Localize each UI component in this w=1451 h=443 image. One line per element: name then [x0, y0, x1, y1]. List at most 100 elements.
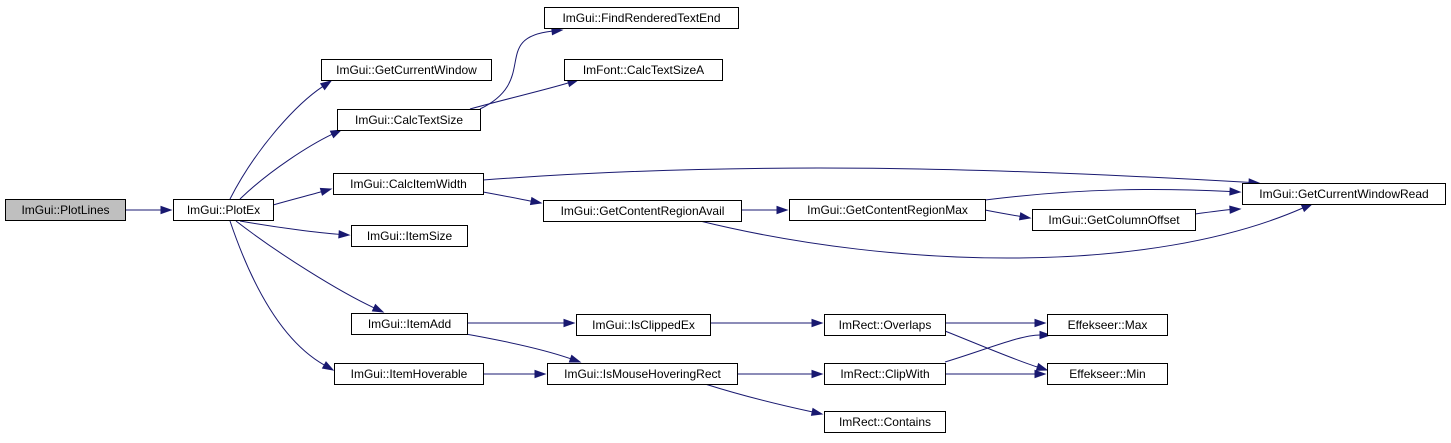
node-label: ImGui::PlotEx: [187, 203, 260, 217]
edge-line: [229, 220, 325, 366]
node-box: [1242, 183, 1446, 205]
node-label: ImRect::Contains: [839, 415, 931, 429]
edge-itemadd-to-ismousehoveringrect: [459, 332, 582, 363]
node-getcolumnoffset[interactable]: ImGui::GetColumnOffset: [1032, 209, 1196, 231]
arrowhead: [321, 361, 335, 371]
edge-plotlines-to-plotex: [124, 205, 173, 215]
node-getcontentregionmax[interactable]: ImGui::GetContentRegionMax: [789, 199, 986, 221]
edge-plotex-to-itemhoverable: [229, 220, 335, 371]
edge-itemadd-to-isclippedex: [467, 318, 576, 328]
node-plotex[interactable]: ImGui::PlotEx: [173, 199, 274, 221]
edge-line: [944, 330, 1038, 368]
edge-line: [1194, 209, 1231, 215]
node-label: ImGui::GetContentRegionMax: [807, 203, 968, 217]
edge-ismousehoveringrect-to-clipwith: [736, 369, 824, 379]
edge-line: [239, 220, 340, 235]
node-label: ImGui::PlotLines: [21, 203, 109, 217]
arrowhead: [1034, 318, 1047, 328]
node-box: [544, 7, 739, 29]
node-box: [1047, 363, 1168, 385]
edge-getcontentregionmax-to-getcurrentwindowread: [984, 187, 1242, 201]
node-calctextsize[interactable]: ImGui::CalcTextSize: [337, 109, 481, 131]
arrowhead: [1035, 362, 1049, 371]
node-findrendered[interactable]: ImGui::FindRenderedTextEnd: [544, 7, 739, 29]
edge-overlaps-to-min: [944, 330, 1049, 371]
node-ismousehoveringrect[interactable]: ImGui::IsMouseHoveringRect: [547, 363, 738, 385]
node-calcitemwidth[interactable]: ImGui::CalcItemWidth: [333, 173, 484, 195]
node-label: ImRect::Overlaps: [839, 318, 932, 332]
node-label: ImGui::ItemHoverable: [351, 367, 468, 381]
node-box: [351, 313, 468, 335]
node-box: [1047, 314, 1168, 336]
edge-calctextsize-to-calctextsizea: [469, 79, 580, 110]
node-label: ImGui::ItemSize: [367, 229, 453, 243]
node-getcontentregionavail[interactable]: ImGui::GetContentRegionAvail: [543, 200, 742, 222]
node-clipwith[interactable]: ImRect::ClipWith: [824, 363, 946, 385]
edge-line: [704, 383, 813, 413]
arrowhead: [529, 196, 543, 206]
node-itemsize[interactable]: ImGui::ItemSize: [351, 225, 468, 247]
node-plotlines[interactable]: ImGui::PlotLines: [5, 199, 126, 221]
node-box: [5, 199, 126, 221]
node-label: ImGui::IsClippedEx: [592, 318, 695, 332]
node-box: [333, 173, 484, 195]
edge-calcitemwidth-to-getcontentregionavail: [482, 191, 543, 206]
node-max[interactable]: Effekseer::Max: [1047, 314, 1168, 336]
node-box: [576, 314, 711, 336]
node-min[interactable]: Effekseer::Min: [1047, 363, 1168, 385]
edge-line: [272, 191, 322, 206]
node-label: ImRect::ClipWith: [840, 367, 929, 381]
arrowhead: [319, 187, 333, 196]
arrowhead: [811, 369, 824, 379]
edge-plotex-to-itemsize: [239, 220, 351, 239]
edge-line: [699, 207, 1304, 259]
edge-getcolumnoffset-to-getcurrentwindowread: [1194, 205, 1242, 215]
arrowhead: [1300, 203, 1314, 213]
edge-ismousehoveringrect-to-contains: [704, 383, 824, 416]
arrowhead: [568, 354, 582, 363]
arrowhead: [319, 80, 333, 91]
node-label: ImFont::CalcTextSizeA: [583, 63, 704, 77]
node-overlaps[interactable]: ImRect::Overlaps: [824, 314, 946, 336]
edge-getcontentregionavail-to-getcontentregionmax: [740, 205, 789, 215]
node-box: [824, 314, 946, 336]
edges-layer: [124, 26, 1314, 416]
edge-clipwith-to-max: [944, 330, 1052, 363]
edge-line: [479, 30, 553, 110]
arrowhead: [1229, 205, 1242, 214]
node-calctextsizea[interactable]: ImFont::CalcTextSizeA: [564, 59, 723, 81]
node-getcurrentwindow[interactable]: ImGui::GetCurrentWindow: [321, 59, 492, 81]
node-itemadd[interactable]: ImGui::ItemAdd: [351, 313, 468, 335]
node-label: ImGui::GetCurrentWindow: [336, 63, 477, 77]
edge-isclippedex-to-overlaps: [710, 318, 824, 328]
node-box: [1032, 209, 1196, 231]
node-box: [334, 363, 484, 385]
edge-line: [944, 334, 1041, 363]
arrowhead: [776, 205, 789, 215]
edge-plotex-to-calctextsize: [239, 129, 343, 200]
edge-line: [459, 332, 571, 360]
node-box: [337, 109, 481, 131]
node-label: ImGui::CalcItemWidth: [350, 177, 467, 191]
edge-plotex-to-calcitemwidth: [272, 187, 333, 206]
arrowhead: [371, 303, 385, 313]
node-contains[interactable]: ImRect::Contains: [824, 411, 946, 433]
node-isclippedex[interactable]: ImGui::IsClippedEx: [576, 314, 711, 336]
edge-plotex-to-getcurrentwindow: [229, 80, 333, 200]
node-label: ImGui::GetCurrentWindowRead: [1259, 187, 1428, 201]
node-box: [543, 200, 742, 222]
node-box: [351, 225, 468, 247]
edge-calcitemwidth-to-getcurrentwindowread: [482, 167, 1261, 187]
node-itemhoverable[interactable]: ImGui::ItemHoverable: [334, 363, 484, 385]
node-label: ImGui::GetContentRegionAvail: [561, 204, 725, 218]
edge-line: [469, 82, 569, 110]
edge-plotex-to-itemadd: [235, 220, 385, 313]
arrowhead: [1018, 212, 1032, 221]
arrowhead: [329, 129, 343, 139]
node-getcurrentwindowread[interactable]: ImGui::GetCurrentWindowRead: [1242, 183, 1446, 205]
node-label: ImGui::FindRenderedTextEnd: [562, 11, 720, 25]
edge-line: [482, 167, 1250, 183]
arrowhead: [160, 205, 173, 215]
node-label: Effekseer::Min: [1069, 367, 1145, 381]
